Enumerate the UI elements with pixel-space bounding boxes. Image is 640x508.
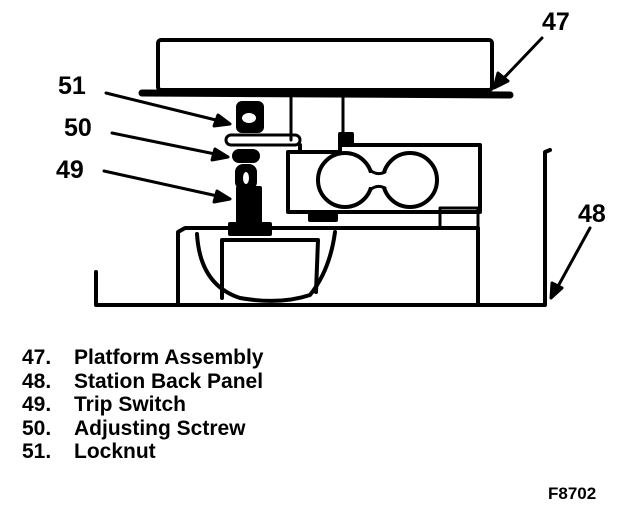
- callout-51: 51: [58, 72, 86, 100]
- legend-item: 50. Adjusting Sctrew: [22, 417, 263, 441]
- callout-48: 48: [578, 200, 606, 228]
- parts-legend: 47. Platform Assembly 48. Station Back Pan…: [22, 346, 263, 464]
- legend-label: Platform Assembly: [74, 346, 264, 369]
- legend-item: 48. Station Back Panel: [22, 370, 263, 394]
- legend-item: 47. Platform Assembly: [22, 346, 263, 370]
- legend-label: Station Back Panel: [74, 369, 264, 393]
- figure-id: F8702: [548, 484, 597, 503]
- platform-assembly: [138, 38, 514, 142]
- legend-label: Adjusting Sctrew: [74, 416, 246, 440]
- legend-number: 51.: [22, 440, 52, 463]
- switch-housing: [286, 132, 482, 230]
- legend-label: Trip Switch: [74, 393, 187, 416]
- station-back-panel: [94, 148, 552, 307]
- trip-switch-diagram: 47 48 51 50 49: [56, 8, 606, 307]
- legend-label: Locknut: [74, 440, 156, 463]
- legend-number: 47.: [22, 346, 52, 369]
- legend-number: 49.: [22, 393, 52, 416]
- legend-item: 51. Locknut: [22, 440, 263, 464]
- legend-number: 50.: [22, 416, 52, 440]
- legend-item: 49. Trip Switch: [22, 393, 263, 417]
- callout-50: 50: [64, 114, 92, 142]
- adjusting-screw: [232, 149, 260, 190]
- bracket: [224, 133, 302, 147]
- callout-47: 47: [542, 8, 570, 36]
- callout-arrows: [102, 36, 592, 300]
- lower-housing: [176, 226, 480, 307]
- callout-49: 49: [56, 156, 84, 184]
- legend-number: 48.: [22, 369, 52, 393]
- locknut: [236, 101, 264, 133]
